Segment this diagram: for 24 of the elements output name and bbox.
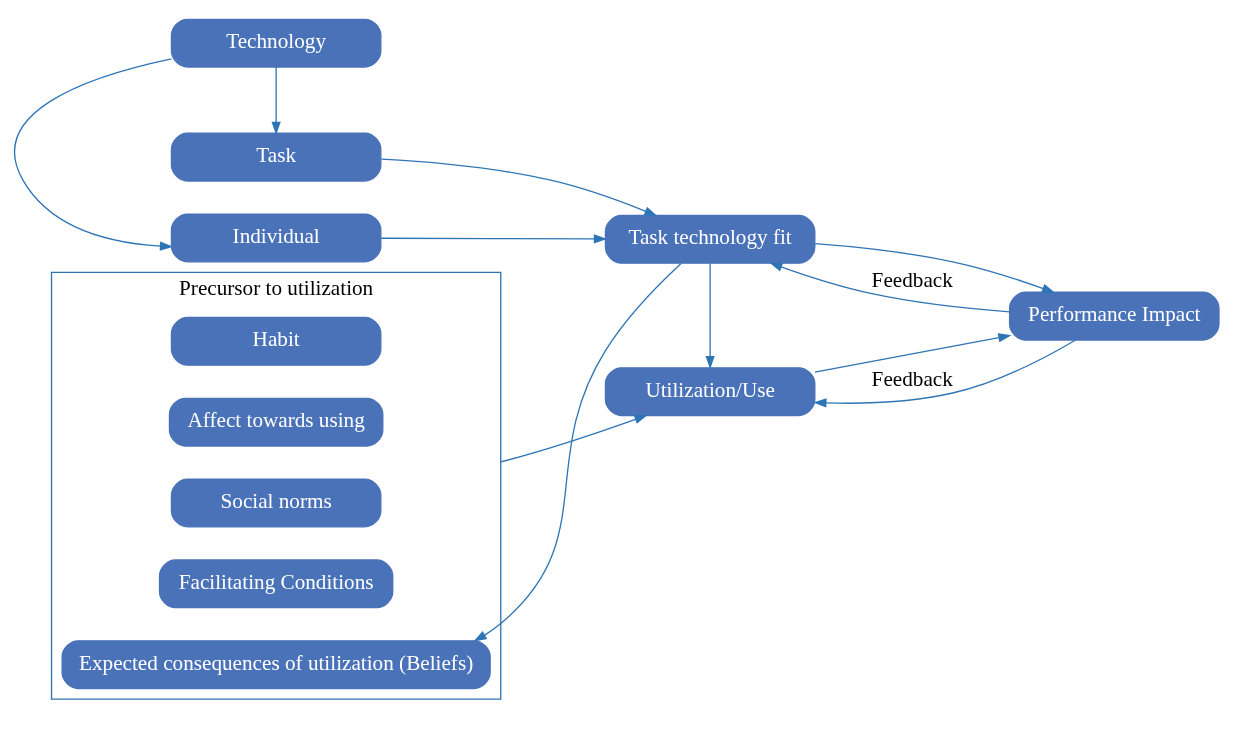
node-box: Affect towards using xyxy=(168,397,384,447)
node-box: Technology xyxy=(170,18,382,68)
node-box: Social norms xyxy=(170,478,382,528)
node-box: Habit xyxy=(170,316,382,366)
arrow xyxy=(705,262,715,370)
node-box: Facilitating Conditions xyxy=(158,559,394,609)
arrow xyxy=(814,242,1056,293)
node-box: Expected consequences of utilization (Beliefs) xyxy=(61,640,491,690)
edge-label: Feedback xyxy=(871,267,953,292)
arrow xyxy=(13,58,174,251)
arrow xyxy=(769,262,1011,313)
arrow xyxy=(380,234,608,244)
node-box: Utilization/Use xyxy=(604,367,816,417)
arrow xyxy=(500,414,648,463)
arrow xyxy=(814,333,1012,373)
arrow xyxy=(271,66,281,136)
node-box: Performance Impact xyxy=(1008,291,1220,341)
node-box: Individual xyxy=(170,213,382,263)
arrow xyxy=(473,262,682,642)
arrow xyxy=(813,339,1076,408)
arrow xyxy=(380,158,658,217)
edge-label: Feedback xyxy=(871,367,953,392)
node-box: Task technology fit xyxy=(604,214,816,264)
node-box: Task xyxy=(170,132,382,182)
